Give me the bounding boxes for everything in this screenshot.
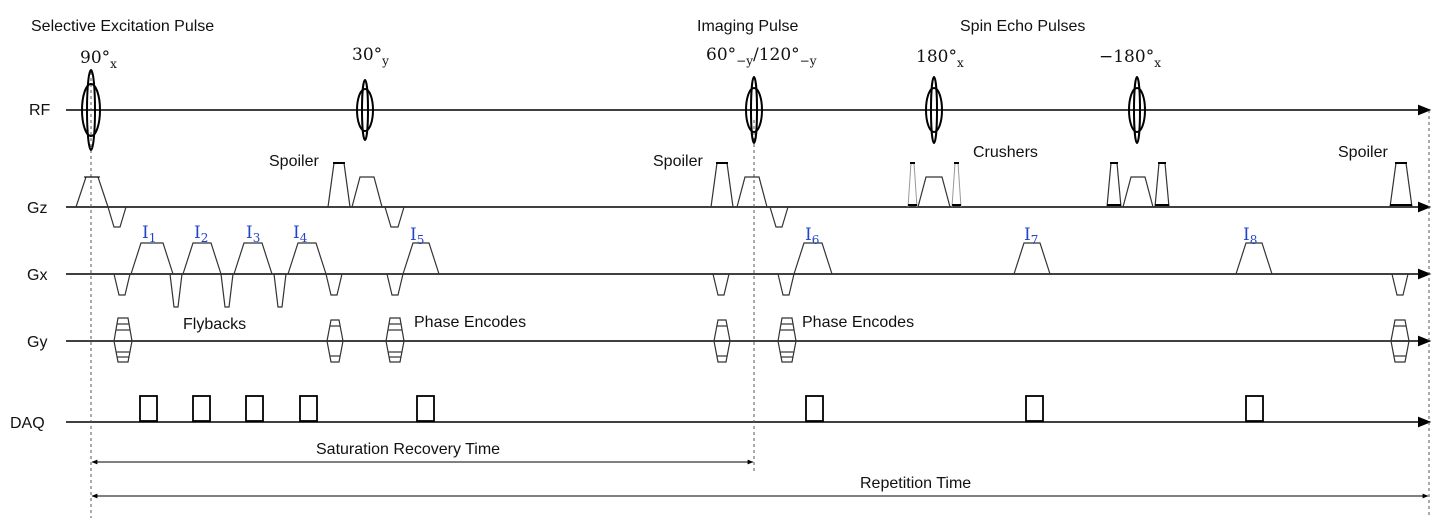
image-label-5: I5 bbox=[410, 225, 424, 247]
gx-flyback-2 bbox=[220, 273, 234, 308]
daq-window-3 bbox=[245, 395, 264, 422]
label-flybacks: Flybacks bbox=[183, 316, 246, 333]
label-crushers: Crushers bbox=[973, 144, 1038, 161]
gx-readout-3 bbox=[233, 242, 273, 275]
angle-60-120: 60°−y/120°−y bbox=[706, 45, 817, 68]
gz-crusher-2b bbox=[1154, 162, 1170, 208]
gz-slice-select bbox=[75, 176, 109, 208]
label-phase-encodes-2: Phase Encodes bbox=[802, 314, 914, 331]
image-label-6: I6 bbox=[805, 225, 819, 247]
gy-phase-encodes bbox=[113, 317, 1410, 363]
daq-window-7 bbox=[1025, 395, 1044, 422]
gx-gradients bbox=[113, 242, 1409, 308]
gx-prephase bbox=[113, 273, 131, 296]
label-saturation-recovery-time: Saturation Recovery Time bbox=[316, 441, 500, 458]
gz-spoiler-3 bbox=[1389, 162, 1413, 208]
daq-window-2 bbox=[192, 395, 211, 422]
header-imaging-pulse: Imaging Pulse bbox=[697, 18, 798, 35]
label-phase-encodes-1: Phase Encodes bbox=[414, 314, 526, 331]
row-label-gy: Gy bbox=[27, 334, 47, 351]
gz-crusher-1a bbox=[907, 162, 918, 208]
image-label-8: I8 bbox=[1243, 225, 1257, 247]
gx-readout-8 bbox=[1235, 242, 1273, 275]
daq-window-1 bbox=[139, 395, 158, 422]
gz-spoiler-2 bbox=[710, 162, 734, 208]
gx-readout-5 bbox=[402, 242, 440, 275]
rf-pulse-180x bbox=[925, 76, 943, 144]
gx-flyback-1 bbox=[169, 273, 183, 308]
header-spin-echo-pulses: Spin Echo Pulses bbox=[960, 18, 1085, 35]
label-spoiler-3: Spoiler bbox=[1338, 144, 1388, 161]
gz-crusher-2a bbox=[1106, 162, 1122, 208]
header-selective-excitation: Selective Excitation Pulse bbox=[31, 18, 214, 35]
angle-30y: 30°y bbox=[352, 45, 389, 68]
gx-readout-4 bbox=[287, 242, 327, 275]
rf-pulse-30y bbox=[356, 79, 374, 141]
daq-window-8 bbox=[1245, 395, 1264, 422]
image-label-3: I3 bbox=[246, 223, 260, 245]
daq-window-4 bbox=[299, 395, 318, 422]
daq-windows bbox=[139, 395, 1264, 422]
rf-pulse-minus-180x bbox=[1128, 76, 1146, 144]
gz-rephase bbox=[107, 206, 127, 228]
angle-minus-180x: −180°x bbox=[1099, 47, 1161, 70]
angle-180x: 180°x bbox=[916, 47, 964, 70]
daq-window-5 bbox=[416, 395, 435, 422]
daq-window-6 bbox=[805, 395, 824, 422]
row-label-gx: Gx bbox=[27, 267, 47, 284]
gx-readout-1 bbox=[130, 242, 174, 275]
rf-pulse-90x bbox=[81, 69, 101, 151]
gz-crusher-1b bbox=[951, 162, 962, 208]
image-label-7: I7 bbox=[1024, 225, 1038, 247]
gx-flyback-3 bbox=[273, 273, 287, 308]
image-label-2: I2 bbox=[194, 223, 208, 245]
gz-gradients bbox=[75, 162, 1413, 228]
image-label-1: I1 bbox=[142, 223, 156, 245]
gx-readout-7 bbox=[1013, 242, 1051, 275]
image-label-4: I4 bbox=[293, 223, 308, 245]
gx-readout-6 bbox=[793, 242, 833, 275]
row-label-daq: DAQ bbox=[10, 415, 45, 432]
label-spoiler-2: Spoiler bbox=[653, 153, 703, 170]
row-label-gz: Gz bbox=[27, 200, 47, 217]
row-label-rf: RF bbox=[29, 102, 51, 119]
label-repetition-time: Repetition Time bbox=[860, 475, 971, 492]
angle-90x: 90°x bbox=[80, 48, 117, 71]
rf-pulse-60-120 bbox=[745, 76, 763, 144]
gz-spoiler-1 bbox=[327, 162, 351, 208]
label-spoiler-1: Spoiler bbox=[269, 153, 319, 170]
gx-readout-2 bbox=[182, 242, 222, 275]
